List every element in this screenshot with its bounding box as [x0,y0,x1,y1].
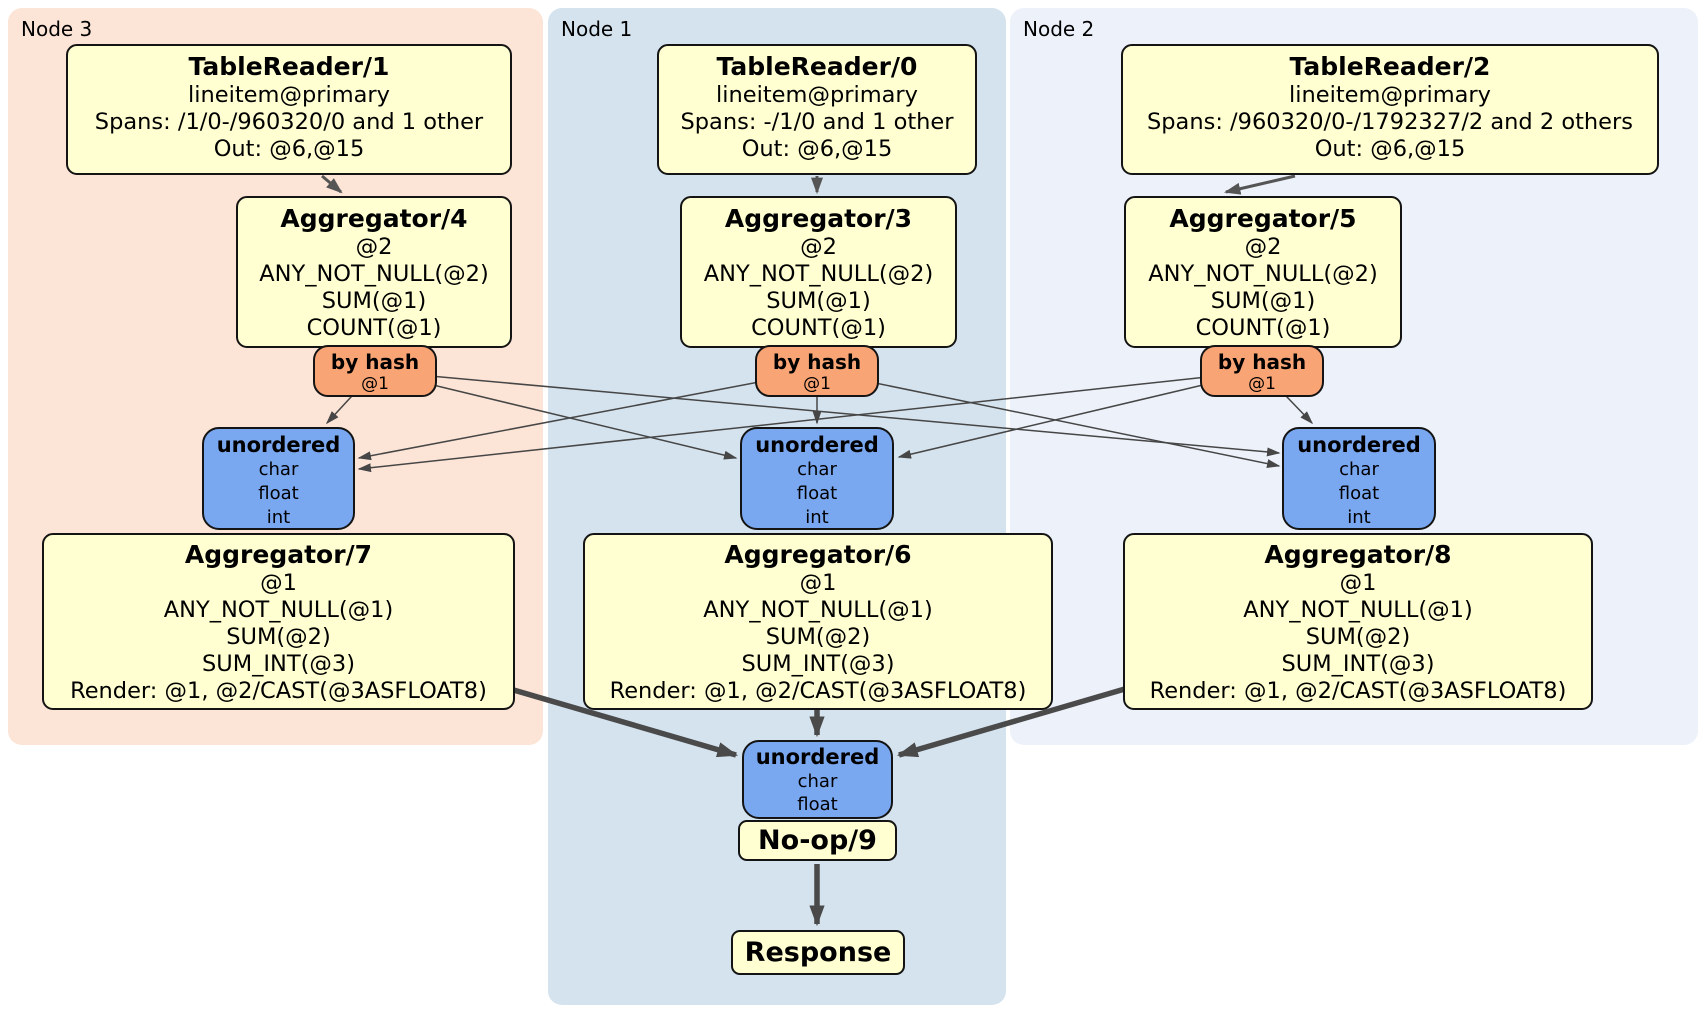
router-detail: @1 [361,374,389,394]
sync-line: float [797,794,838,815]
processor-line: @2 [355,234,393,260]
processor-line: @2 [800,234,837,260]
processor-title: Aggregator/6 [724,540,912,569]
processor-title: No-op/9 [758,825,877,856]
sync-title: unordered [755,433,879,457]
sync-line: float [258,483,299,504]
hash-router-3: by hash @1 [313,345,437,397]
processor-line: Spans: /960320/0-/1792327/2 and 2 others [1146,109,1633,135]
processor-line: Spans: -/1/0 and 1 other [680,109,954,135]
processor-title: Response [744,937,892,968]
router-title: by hash [330,350,420,374]
router-detail: @1 [803,374,831,394]
processor-line: ANY_NOT_NULL(@2) [703,261,934,287]
processor-line: ANY_NOT_NULL(@1) [703,597,933,623]
processor-line: lineitem@primary [716,82,918,108]
processor-title: Aggregator/8 [1264,540,1452,569]
tablereader-2-box: TableReader/2 lineitem@primary Spans: /9… [1121,44,1659,175]
processor-line: Out: @6,@15 [1314,136,1466,162]
tablereader-0-box: TableReader/0 lineitem@primary Spans: -/… [657,44,977,175]
processor-line: SUM(@2) [226,624,331,650]
edge-tr2-agg5 [1223,174,1296,195]
processor-line: COUNT(@1) [306,315,442,341]
sync-line: int [1347,507,1371,528]
processor-line: SUM(@1) [1210,288,1316,314]
processor-line: SUM(@2) [1305,624,1411,650]
router-detail: @1 [1248,374,1276,394]
noop-box: No-op/9 [738,820,897,861]
processor-title: TableReader/0 [716,52,918,81]
sync-line: char [258,459,299,480]
sync-line: int [805,507,829,528]
processor-line: @2 [1244,234,1282,260]
edge-hash1-un2 [816,370,1281,468]
processor-line: Out: @6,@15 [213,136,365,162]
processor-line: @1 [260,570,297,596]
unordered-sync-1: unordered char float int [740,427,894,530]
processor-line: SUM_INT(@3) [741,651,895,677]
aggregator-8-box: Aggregator/8 @1 ANY_NOT_NULL(@1) SUM(@2)… [1123,533,1593,710]
sync-title: unordered [1297,433,1421,457]
processor-title: TableReader/1 [188,52,390,81]
processor-line: lineitem@primary [1289,82,1491,108]
processor-title: Aggregator/7 [184,540,373,569]
processor-line: Render: @1, @2/CAST(@3ASFLOAT8) [1149,678,1567,704]
router-title: by hash [1217,350,1307,374]
processor-line: ANY_NOT_NULL(@1) [1243,597,1473,623]
unordered-sync-final: unordered char float [742,740,893,819]
processor-line: @1 [1339,570,1377,596]
edge-hash3-un2 [374,370,1281,457]
processor-line: @1 [799,570,837,596]
processor-line: SUM(@2) [765,624,871,650]
processor-title: Aggregator/3 [724,204,913,233]
node2-label: Node 2 [1023,17,1095,41]
processor-line: ANY_NOT_NULL(@1) [163,597,394,623]
edge-tr1-agg4 [321,174,343,194]
processor-line: Render: @1, @2/CAST(@3ASFLOAT8) [609,678,1027,704]
processor-line: SUM_INT(@3) [1281,651,1435,677]
sync-line: float [1338,483,1380,504]
processor-line: lineitem@primary [188,82,390,108]
processor-title: TableReader/2 [1289,52,1491,81]
processor-line: Render: @1, @2/CAST(@3ASFLOAT8) [70,678,487,704]
node3-label: Node 3 [21,17,93,41]
processor-line: Out: @6,@15 [741,136,893,162]
hash-router-2: by hash @1 [1200,345,1324,397]
response-box: Response [731,930,905,975]
tablereader-1-box: TableReader/1 lineitem@primary Spans: /1… [66,44,512,175]
sync-title: unordered [216,433,341,457]
processor-line: ANY_NOT_NULL(@2) [259,261,489,287]
processor-title: Aggregator/4 [280,204,468,233]
processor-line: COUNT(@1) [1195,315,1331,341]
processor-line: SUM(@1) [321,288,427,314]
sync-title: unordered [755,745,880,769]
aggregator-3-box: Aggregator/3 @2 ANY_NOT_NULL(@2) SUM(@1)… [680,196,957,348]
aggregator-5-box: Aggregator/5 @2 ANY_NOT_NULL(@2) SUM(@1)… [1124,196,1402,348]
sync-line: float [796,483,838,504]
sync-line: char [797,459,837,480]
processor-line: SUM_INT(@3) [202,651,355,677]
sync-line: char [1339,459,1379,480]
processor-line: SUM(@1) [766,288,871,314]
processor-line: Spans: /1/0-/960320/0 and 1 other [94,109,484,135]
edge-hash2-un3 [357,370,1263,473]
aggregator-7-box: Aggregator/7 @1 ANY_NOT_NULL(@1) SUM(@2)… [42,533,515,710]
sync-line: char [797,771,838,792]
aggregator-6-box: Aggregator/6 @1 ANY_NOT_NULL(@1) SUM(@2)… [583,533,1053,710]
hash-router-1: by hash @1 [755,345,879,397]
sync-line: int [266,507,291,528]
processor-line: COUNT(@1) [751,315,886,341]
unordered-sync-2: unordered char float int [1282,427,1436,530]
router-title: by hash [772,350,862,374]
node1-label: Node 1 [561,17,633,41]
unordered-sync-3: unordered char float int [202,427,355,530]
processor-line: ANY_NOT_NULL(@2) [1148,261,1378,287]
edge-hash1-un3 [357,370,818,461]
processor-title: Aggregator/5 [1169,204,1357,233]
aggregator-4-box: Aggregator/4 @2 ANY_NOT_NULL(@2) SUM(@1)… [236,196,512,348]
